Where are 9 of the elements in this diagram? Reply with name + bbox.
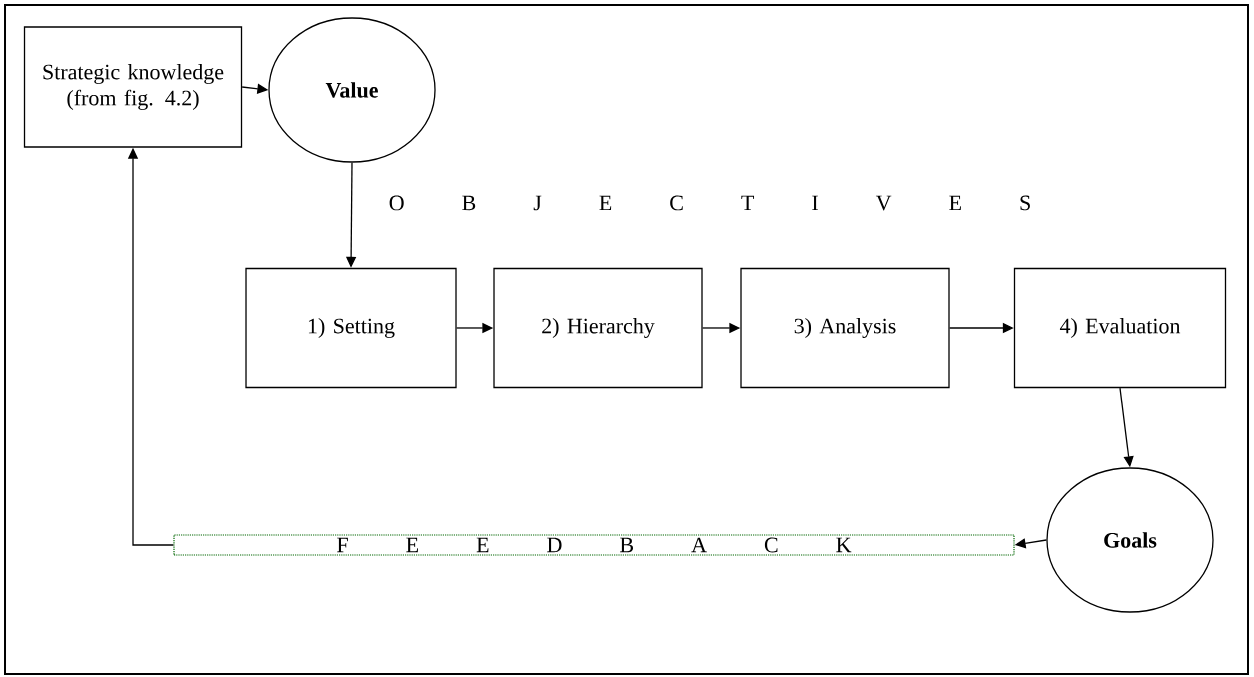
ellipse-node: Value [268,17,436,163]
spaced-heading: O B J E C T I V E S [389,195,1030,211]
process-box: 2) Hierarchy [493,267,703,389]
feedback-band: F E E D B A C K [173,534,1015,556]
process-box: Strategic knowledge (from fig. 4.2) [23,26,243,148]
process-box: 4) Evaluation [1013,267,1227,389]
process-box: 1) Setting [245,267,457,389]
ellipse-node: Goals [1046,467,1214,613]
process-box: 3) Analysis [740,267,950,389]
